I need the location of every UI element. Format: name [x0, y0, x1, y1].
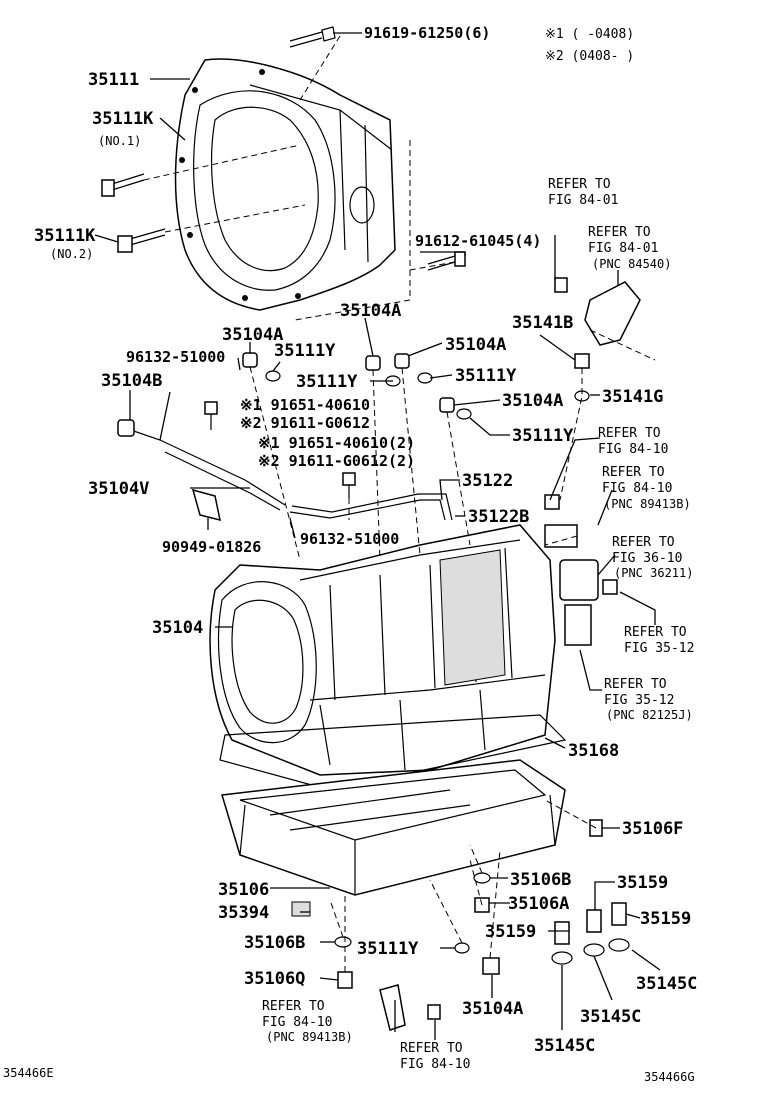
leader-lines [94, 32, 661, 1040]
refer-r3-l2: FIG 84-10 [598, 442, 668, 457]
legend: ※1 ( -0408) ※2 (0408- ) [545, 27, 634, 64]
label-plug-a1: 35104A [340, 301, 401, 321]
label-bolt-alt-3: ※1 91651-40610(2) [258, 434, 415, 452]
legend-line-1: ※1 ( -0408) [545, 27, 634, 42]
label-plug-a3: 35104A [445, 335, 506, 355]
label-sensor-g: 35141G [602, 387, 663, 407]
refer-r8-l3: (PNC 89413B) [266, 1030, 353, 1044]
label-bolt-top: 91619-61250(6) [364, 24, 490, 42]
label-pan: 35106 [218, 880, 269, 900]
label-oring-y3: 35111Y [455, 366, 517, 386]
label-bolt-k1: 35111K [92, 109, 154, 129]
label-gasket-c1: 35145C [636, 974, 697, 994]
label-drain-b1: 35106B [510, 870, 571, 890]
part-labels: 91619-61250(6) 35111 35111K (NO.1) 35111… [3, 24, 697, 1084]
label-sensor-bolt: 35141B [512, 313, 573, 333]
label-oring-y1: 35111Y [274, 341, 336, 361]
label-clamp: 90949-01826 [162, 538, 261, 556]
label-breather: 35104B [101, 371, 162, 391]
refer-r4-l1: REFER TO [602, 465, 665, 480]
label-drain-q: 35106Q [244, 969, 305, 989]
refer-r7-l1: REFER TO [604, 677, 667, 692]
label-plug-a2: 35104A [222, 325, 283, 345]
label-drain-b2: 35106B [244, 933, 305, 953]
converter-housing-drawing [174, 58, 396, 311]
refer-r2-l2: FIG 84-01 [588, 241, 658, 256]
label-bolt-k1-note: (NO.1) [98, 134, 141, 148]
refer-r5-l1: REFER TO [612, 535, 675, 550]
label-pipe: 35122 [462, 471, 513, 491]
label-gasket-c2: 35145C [580, 1007, 641, 1027]
refer-r9-l2: FIG 84-10 [400, 1057, 470, 1072]
oil-pan-drawing [221, 759, 566, 896]
refer-r4-l2: FIG 84-10 [602, 481, 672, 496]
refer-r9-l1: REFER TO [400, 1041, 463, 1056]
label-plug-a4: 35104A [502, 391, 563, 411]
label-bolt-alt-1: ※1 91651-40610 [240, 396, 370, 414]
refer-r3-l1: REFER TO [598, 426, 661, 441]
refer-r6-l1: REFER TO [624, 625, 687, 640]
gasket-drawing [219, 714, 567, 791]
refer-r7-l3: (PNC 82125J) [606, 708, 693, 722]
label-gasket: 35168 [568, 741, 619, 761]
label-bolt-alt-2: ※2 91611-G0612 [240, 414, 370, 432]
legend-line-2: ※2 (0408- ) [545, 49, 634, 64]
label-drain-a: 35106A [508, 894, 569, 914]
label-bolt-alt-4: ※2 91611-G0612(2) [258, 452, 415, 470]
refer-r7-l2: FIG 35-12 [604, 693, 674, 708]
refer-r1-l2: FIG 84-01 [548, 193, 618, 208]
label-bolt-mid: 91612-61045(4) [415, 232, 541, 250]
label-plug-a5: 35104A [462, 999, 523, 1019]
refer-r8-l2: FIG 84-10 [262, 1015, 332, 1030]
label-hose-clip1: 96132-51000 [126, 348, 225, 366]
label-hose-v: 35104V [88, 479, 149, 499]
label-housing: 35111 [88, 70, 139, 90]
label-hose-clip2: 96132-51000 [300, 530, 399, 548]
refer-r4-l3: (PNC 89413B) [604, 497, 691, 511]
label-drain-f: 35106F [622, 819, 683, 839]
refer-r6-l2: FIG 35-12 [624, 641, 694, 656]
label-code-left: 354466E [3, 1066, 54, 1080]
label-bolt-k2-note: (NO.2) [50, 247, 93, 261]
label-oring-y4: 35111Y [512, 426, 574, 446]
label-bolt-k2: 35111K [34, 226, 96, 246]
refer-r2-l1: REFER TO [588, 225, 651, 240]
label-magnet: 35394 [218, 903, 269, 923]
label-union-3: 35159 [485, 922, 536, 942]
label-trans: 35104 [152, 618, 203, 638]
label-union-2: 35159 [640, 909, 691, 929]
label-pipe-b: 35122B [468, 507, 529, 527]
label-code-right: 354466G [644, 1070, 695, 1084]
label-union-1: 35159 [617, 873, 668, 893]
transmission-drawing [209, 524, 556, 776]
refer-r1-l1: REFER TO [548, 177, 611, 192]
label-oring-y2: 35111Y [296, 372, 358, 392]
refer-r2-l3: (PNC 84540) [592, 257, 671, 271]
label-gasket-c3: 35145C [534, 1036, 595, 1056]
label-oring-y5: 35111Y [357, 939, 419, 959]
guide-lines [143, 35, 656, 972]
refer-r5-l2: FIG 36-10 [612, 551, 682, 566]
refer-r8-l1: REFER TO [262, 999, 325, 1014]
refer-labels: REFER TO FIG 84-01 REFER TO FIG 84-01 (P… [262, 177, 694, 1072]
refer-r5-l3: (PNC 36211) [614, 566, 693, 580]
